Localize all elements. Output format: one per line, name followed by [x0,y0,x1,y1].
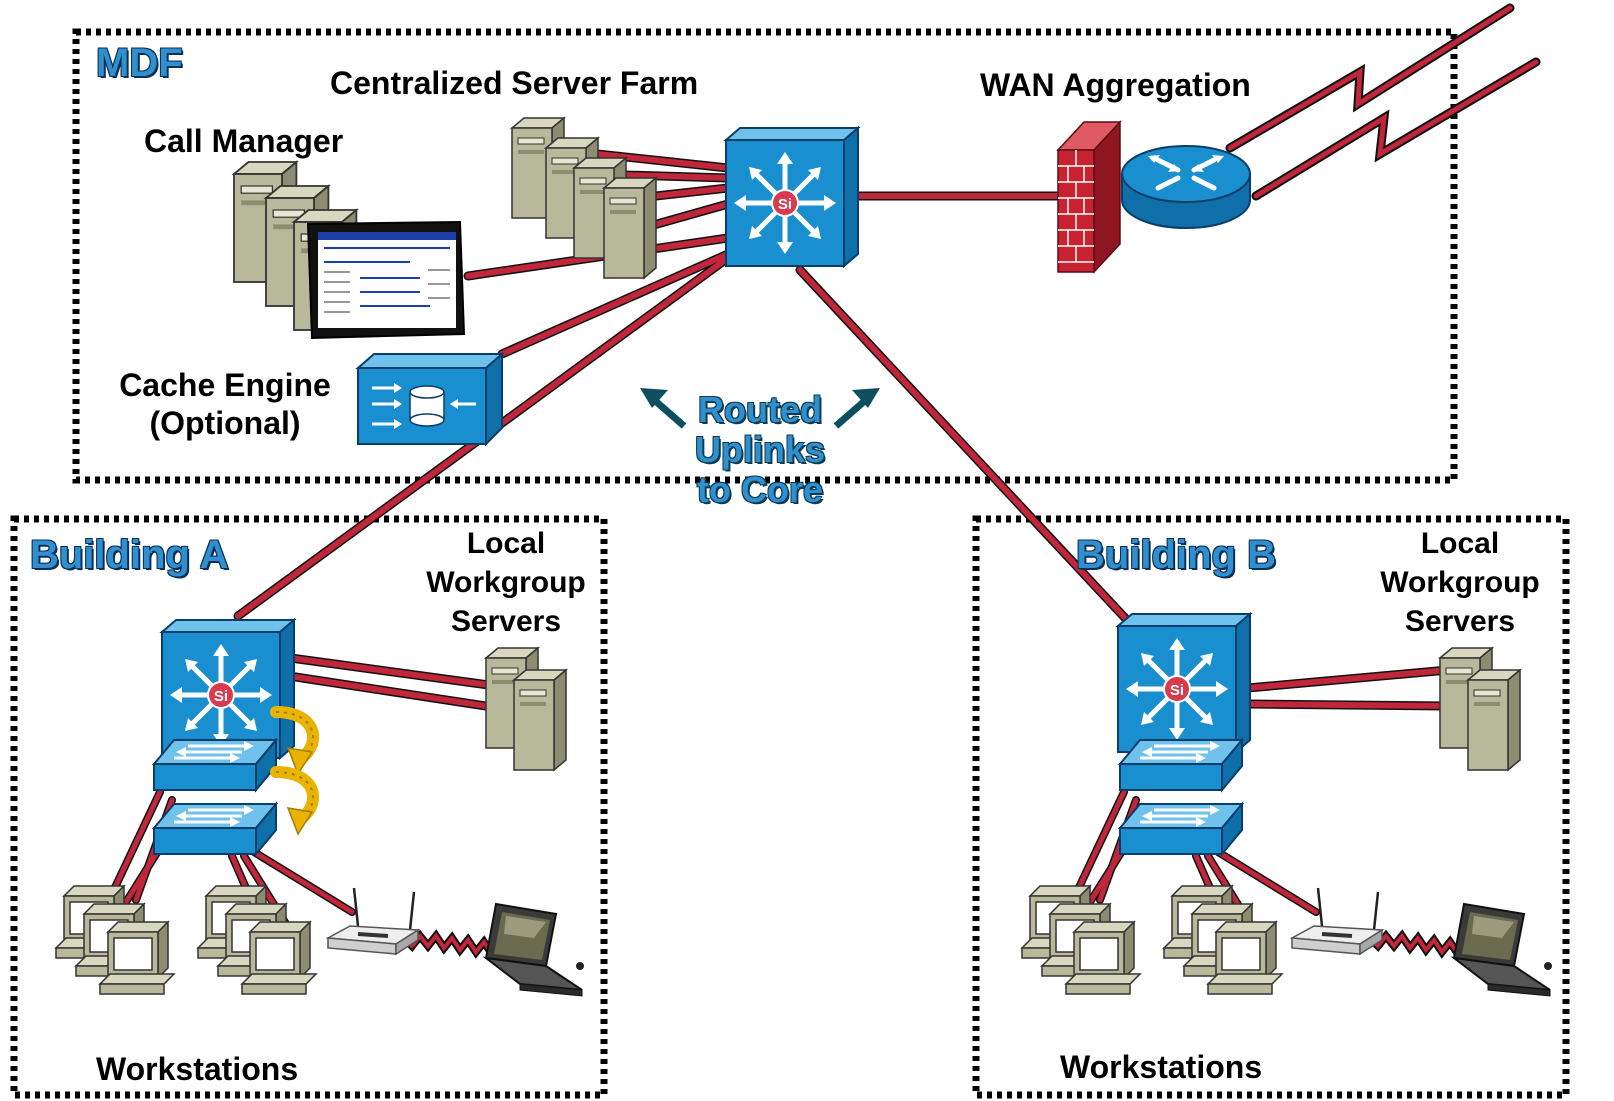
local-servers-a-line1: Local [466,527,546,560]
local-servers-b-line3: Servers [1404,605,1516,638]
local-servers-a-line3: Servers [450,605,562,638]
uplink-arrow-left-icon [640,388,687,429]
wireless-ap-icon [1290,886,1384,956]
building-b-distribution-switch-icon [1118,614,1250,752]
building-b-workstations-icon [1022,886,1140,994]
local-servers-b-line2: Workgroup [1380,566,1540,599]
routed-uplinks-line2: Uplinks [694,429,826,470]
building-b-workgroup-servers [1439,647,1521,771]
routed-uplinks-label: Routed Uplinks to Core [660,390,860,510]
building-b-workstations-icon [1164,886,1282,994]
building-b-title: Building B [1076,533,1276,577]
mdf-title: MDF [96,41,183,85]
cache-engine-label-line1: Cache Engine [119,367,331,403]
call-manager-label: Call Manager [144,123,344,159]
building-a-workstations-icon [56,886,174,994]
server-farm-label: Centralized Server Farm [330,65,699,101]
server-farm-servers [511,117,657,279]
wan-aggregation-label: WAN Aggregation [980,67,1251,103]
stack-arrow-icon [276,772,313,834]
building-a-access-switch-icon [152,802,278,856]
local-servers-b-line1: Local [1420,527,1500,560]
building-b-access-switch-icon [1118,738,1244,792]
building-a-access-switch-icon [152,738,278,792]
building-a-workgroup-servers [485,647,567,771]
building-b-boundary [972,515,1570,1099]
laptop-icon [1453,903,1553,997]
building-a-title: Building A [30,533,229,577]
building-a-distribution-switch-icon [162,620,294,758]
building-b-access-switch-icon [1118,802,1244,856]
uplink-arrow-right-icon [833,388,880,429]
wireless-ap-icon [326,886,420,956]
routed-uplinks-line1: Routed [698,389,822,430]
building-a-workstations-label: Workstations [96,1051,299,1087]
building-a-local-servers-label: Local Workgroup Servers [426,524,586,641]
building-a-boundary [10,515,608,1099]
server-icon [1467,669,1521,771]
firewall-icon [1056,120,1122,274]
laptop-icon [485,903,585,997]
cache-engine-label: Cache Engine (Optional) [100,366,350,442]
local-servers-a-line2: Workgroup [426,566,586,599]
cache-engine-icon [355,351,505,447]
cache-engine-label-line2: (Optional) [149,405,301,441]
building-b-workstations-label: Workstations [1060,1049,1263,1085]
server-icon [513,669,567,771]
mdf-boundary [72,28,1458,484]
routed-uplinks-line3: to Core [697,469,823,510]
core-layer3-switch-icon [726,128,858,266]
building-a-workstations-icon [198,886,316,994]
call-manager-monitor-icon [306,220,466,340]
building-b-local-servers-label: Local Workgroup Servers [1380,524,1540,641]
router-icon [1121,145,1251,229]
server-icon [603,177,657,279]
